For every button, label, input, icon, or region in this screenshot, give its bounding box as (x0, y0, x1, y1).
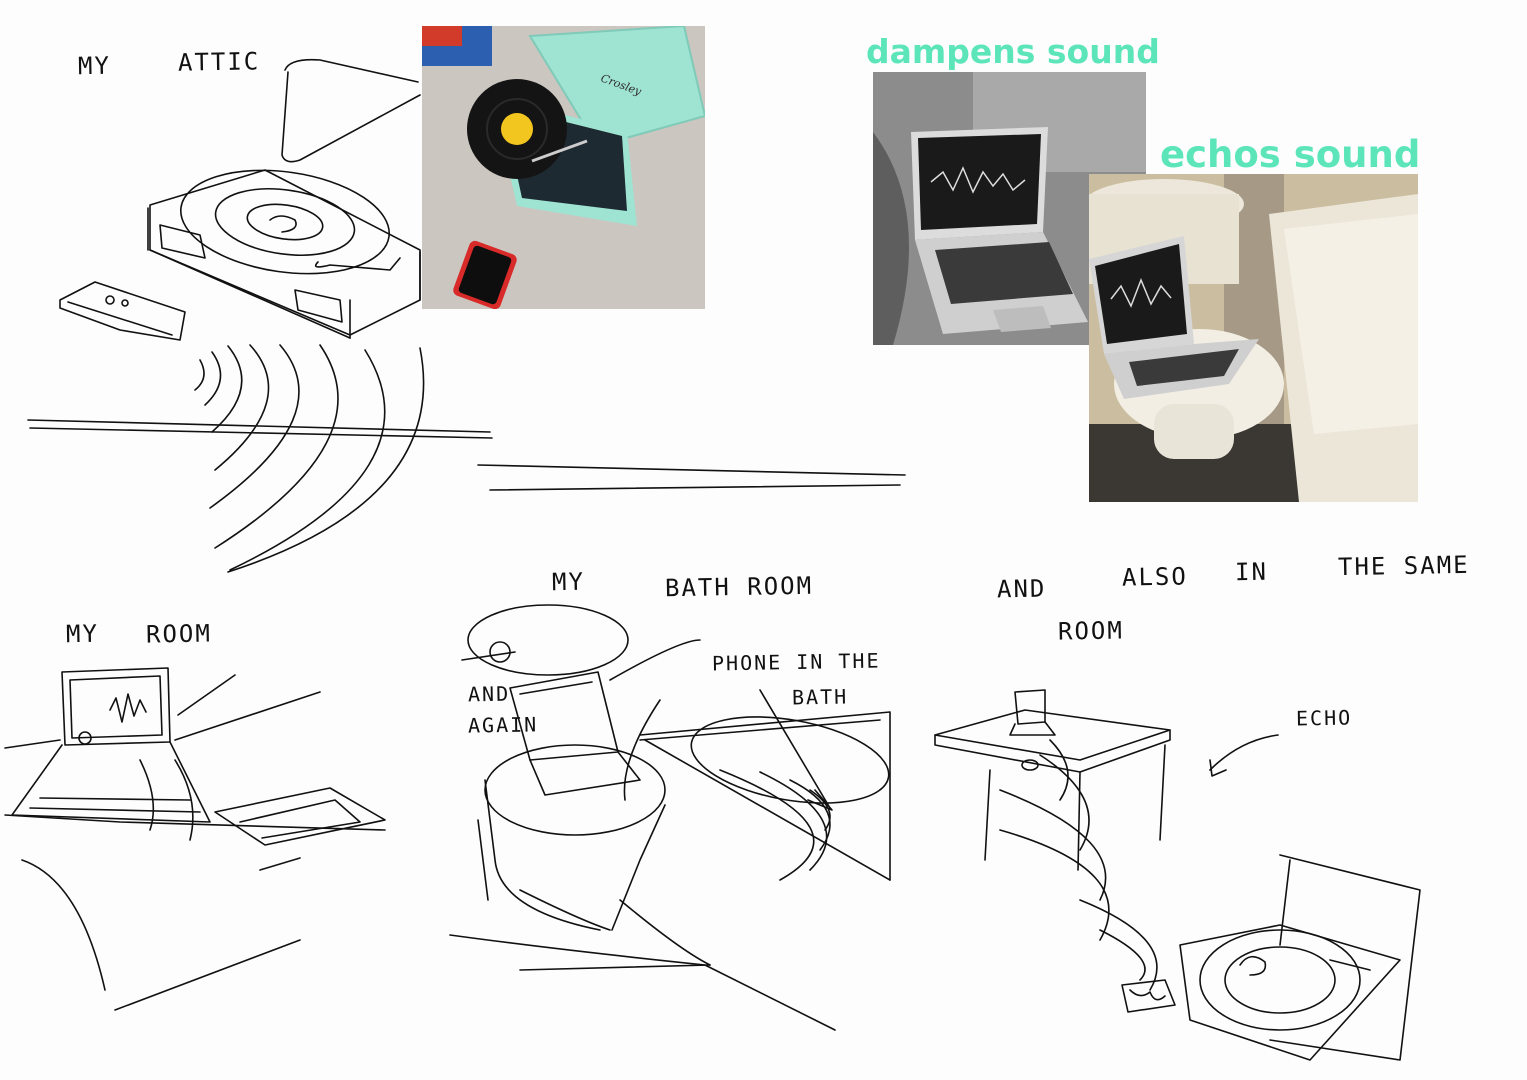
echos-sound-tag: echos sound (1160, 133, 1421, 176)
label-my-room-1: MY (65, 619, 100, 649)
label-echo: ECHO (1295, 705, 1353, 731)
label-phone-in-bath-2: BATH (791, 684, 849, 710)
label-my-attic-1: MY (77, 51, 112, 81)
label-my-bathroom-1: MY (551, 567, 586, 597)
label-same-room-and: AND (996, 574, 1047, 604)
label-my-attic-2: ATTIC (177, 47, 261, 77)
label-and-again-2: AGAIN (467, 712, 539, 738)
attic-turntable-sketch (27, 58, 906, 573)
bathroom-sketch (449, 604, 891, 1031)
label-my-room-2: ROOM (145, 619, 213, 649)
label-my-bathroom-2: BATH ROOM (664, 571, 814, 603)
laptop-on-toilet-photo (1089, 174, 1418, 502)
same-room-sketch (934, 689, 1421, 1061)
label-and-again-1: AND (467, 681, 511, 707)
label-same-room-also: ALSO (1121, 562, 1189, 592)
turntable-photo: Crosley (422, 26, 705, 309)
label-phone-in-bath-1: PHONE IN THE (711, 648, 881, 676)
label-same-room-room: ROOM (1057, 616, 1125, 646)
label-same-room-in: IN (1234, 557, 1269, 587)
label-same-room-the-same: THE SAME (1337, 550, 1470, 582)
dampens-sound-tag: dampens sound (866, 32, 1160, 71)
room-laptop-sketch (4, 667, 386, 1011)
